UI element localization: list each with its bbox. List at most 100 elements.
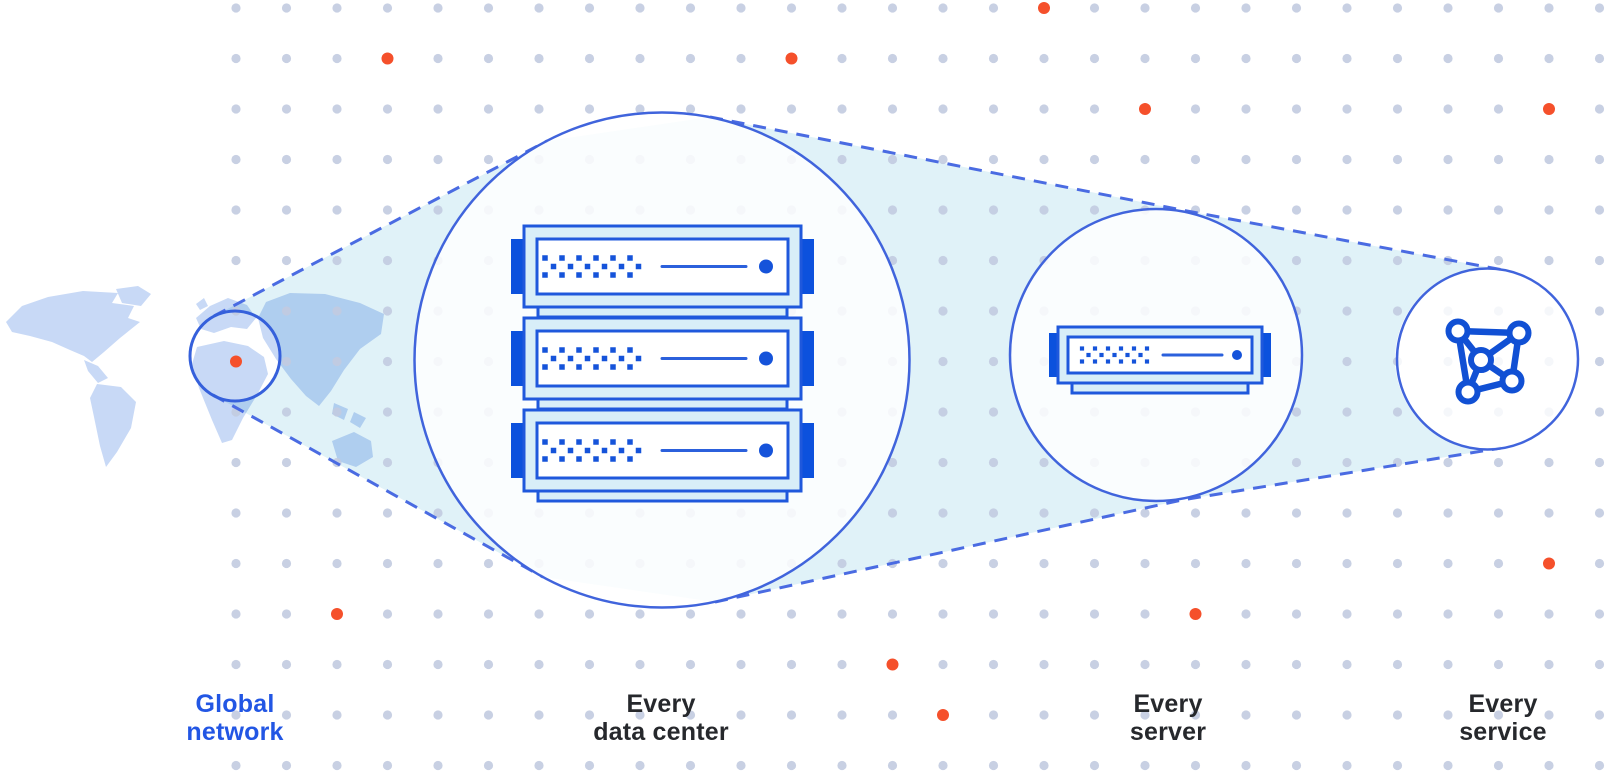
stage-label-every-service-line1: Every — [1468, 690, 1537, 718]
grid-dot — [1392, 154, 1403, 165]
led-square — [610, 456, 616, 462]
grid-dot — [988, 609, 999, 619]
grid-dot — [1241, 104, 1251, 114]
grid-dot — [1291, 609, 1302, 619]
grid-dot-orange — [1189, 608, 1202, 620]
grid-dot — [231, 659, 241, 670]
grid-dot — [988, 255, 999, 266]
led-square — [1092, 359, 1098, 364]
led-square — [542, 364, 548, 370]
led-square — [627, 456, 633, 462]
grid-dot — [1089, 558, 1100, 569]
led-square — [1138, 352, 1143, 358]
grid-dot — [281, 609, 292, 619]
grid-dot — [332, 205, 342, 215]
led-square — [559, 347, 565, 353]
grid-dot — [635, 710, 645, 720]
grid-dot — [988, 710, 999, 720]
grid-dot — [1342, 407, 1352, 417]
grid-dot — [483, 3, 494, 13]
grid-dot — [1140, 760, 1150, 771]
grid-dot — [938, 53, 948, 64]
map-highlight-circle — [188, 309, 282, 403]
grid-dot — [1443, 710, 1453, 720]
grid-dot — [1140, 609, 1150, 619]
grid-dot — [837, 710, 847, 720]
grid-dot — [382, 154, 393, 165]
grid-dot — [1342, 3, 1352, 13]
grid-dot — [1443, 457, 1453, 468]
grid-dot — [1241, 558, 1251, 569]
grid-dot — [1140, 53, 1150, 64]
grid-dot — [382, 255, 393, 266]
server-right-tab — [1260, 333, 1271, 377]
led-square — [593, 272, 599, 278]
grid-dot — [534, 710, 544, 720]
grid-dot — [281, 154, 292, 165]
grid-dot — [988, 3, 999, 13]
grid-dot — [231, 3, 241, 13]
led-square — [584, 263, 591, 270]
grid-dot — [736, 609, 746, 619]
server-left-tab — [511, 239, 526, 294]
grid-dot — [332, 659, 342, 670]
grid-dot-orange — [1139, 103, 1151, 115]
grid-dot — [281, 104, 292, 114]
grid-dot — [837, 609, 847, 619]
grid-dot — [685, 609, 696, 619]
grid-dot — [1190, 659, 1201, 670]
led-square — [593, 364, 599, 370]
led-square — [542, 439, 548, 445]
grid-dot — [433, 104, 443, 114]
grid-dot — [887, 104, 898, 114]
grid-dot — [1443, 558, 1453, 569]
grid-dot — [382, 104, 393, 114]
led-square — [1112, 352, 1117, 358]
grid-dot — [231, 205, 241, 215]
grid-dot — [231, 154, 241, 165]
grid-dot — [1594, 356, 1605, 367]
grid-dot — [1392, 609, 1403, 619]
led-square — [559, 255, 565, 261]
grid-dot — [332, 154, 342, 165]
grid-dot — [1544, 760, 1554, 771]
grid-dot — [534, 760, 544, 771]
led-square — [1131, 346, 1137, 351]
led-square — [1144, 359, 1150, 364]
grid-dot — [1594, 154, 1605, 165]
grid-dot — [1594, 205, 1605, 215]
led-square — [627, 439, 633, 445]
grid-dot — [685, 760, 696, 771]
grid-dot — [1089, 104, 1100, 114]
grid-dot — [938, 255, 948, 266]
led-square — [542, 456, 548, 462]
led-square — [550, 355, 557, 362]
grid-dot-orange — [886, 658, 899, 671]
grid-dot — [1190, 53, 1201, 64]
grid-dot — [382, 457, 393, 468]
grid-dot — [1039, 104, 1049, 114]
grid-dot — [281, 306, 292, 316]
grid-dot — [1039, 457, 1049, 468]
grid-dot — [382, 356, 393, 367]
grid-dot — [534, 3, 544, 13]
grid-dot-orange — [381, 52, 394, 65]
grid-dot — [382, 609, 393, 619]
grid-dot — [584, 3, 595, 13]
grid-dot — [1039, 53, 1049, 64]
rack-server-unit — [511, 316, 814, 411]
grid-dot-orange — [1038, 2, 1050, 14]
grid-dot — [1594, 710, 1605, 720]
grid-dot — [1140, 154, 1150, 165]
grid-dot — [1443, 760, 1453, 771]
grid-dot — [1291, 3, 1302, 13]
grid-dot — [887, 508, 898, 518]
led-square — [627, 364, 633, 370]
grid-dot — [736, 53, 746, 64]
led-square — [635, 355, 642, 362]
grid-dot — [534, 53, 544, 64]
grid-dot — [483, 659, 494, 670]
grid-dot — [332, 255, 342, 266]
grid-dot — [1443, 154, 1453, 165]
